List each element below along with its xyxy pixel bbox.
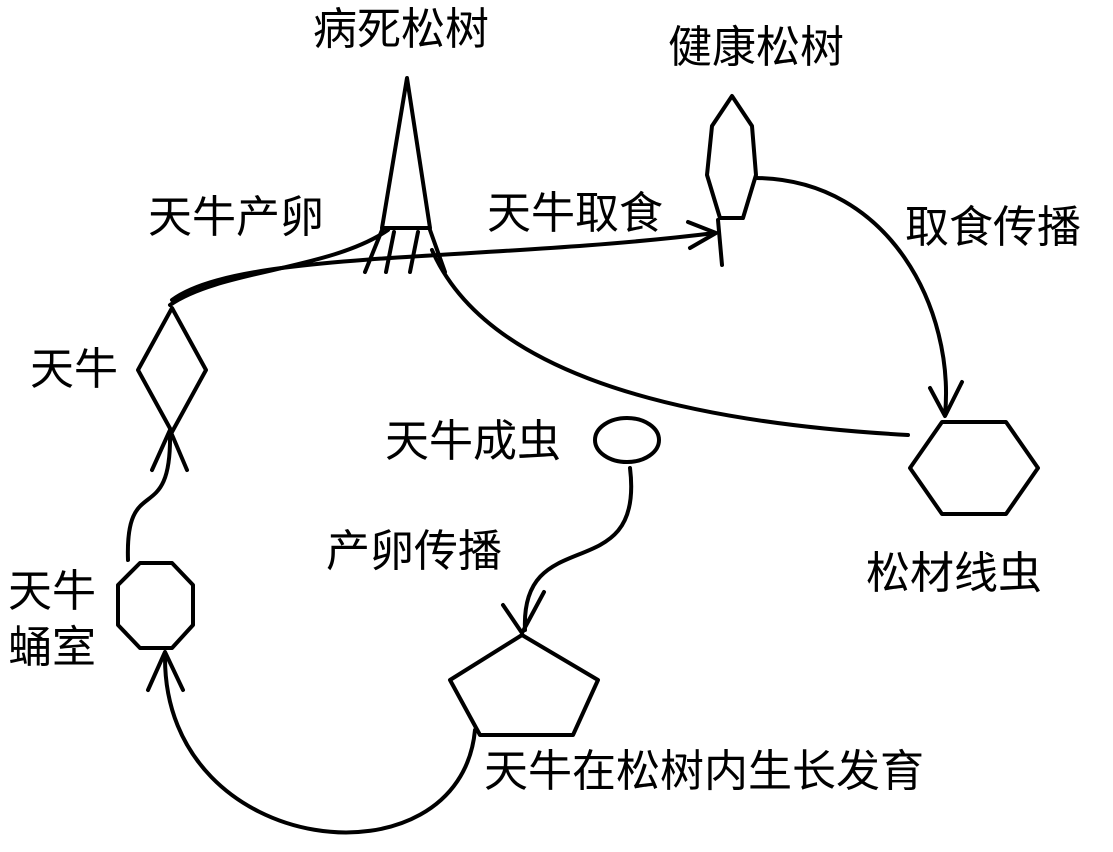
beetle-shape [136, 306, 208, 434]
beetle-adult-label: 天牛成虫 [385, 416, 561, 467]
arrowhead-to-nematode [928, 380, 964, 418]
beetle-adult-shape [593, 416, 661, 464]
beetle-pupa-label-line1: 天牛 [8, 566, 96, 617]
larva-growth-label: 天牛在松树内生长发育 [484, 746, 924, 797]
diseased-pine-shape [380, 76, 432, 230]
healthy-pine-trunk [716, 218, 724, 267]
nematode-shape [908, 420, 1040, 516]
edge-healthy-pine-to-nematode [755, 176, 948, 417]
diseased-pine-label: 病死松树 [313, 4, 489, 55]
edge-larva-to-pupa [163, 656, 477, 835]
healthy-pine-label: 健康松树 [668, 22, 844, 73]
healthy-pine-shape [705, 94, 758, 220]
egg-laying-edge-label: 天牛产卵 [148, 192, 324, 243]
oviposition-spread-edge-label: 产卵传播 [326, 526, 502, 577]
diseased-pine-roots [363, 228, 447, 274]
larva-growth-shape [448, 633, 600, 737]
edge-pupa-to-beetle [125, 430, 173, 562]
beetle-label: 天牛 [30, 344, 118, 395]
arrowhead-to-pupa [146, 650, 185, 692]
nematode-label: 松材线虫 [866, 548, 1042, 599]
edge-adult-to-larva [522, 466, 634, 632]
arrowhead-to-healthy-pine [686, 220, 718, 250]
edge-diseased-pine-to-nematode [430, 248, 910, 437]
beetle-pupa-shape [116, 561, 195, 650]
beetle-pupa-label-line2: 蛹室 [8, 622, 96, 673]
edge-beetle-to-healthy-pine [170, 231, 717, 302]
feeding-spread-edge-label: 取食传播 [905, 202, 1081, 253]
feeding-edge-label: 天牛取食 [487, 188, 663, 239]
